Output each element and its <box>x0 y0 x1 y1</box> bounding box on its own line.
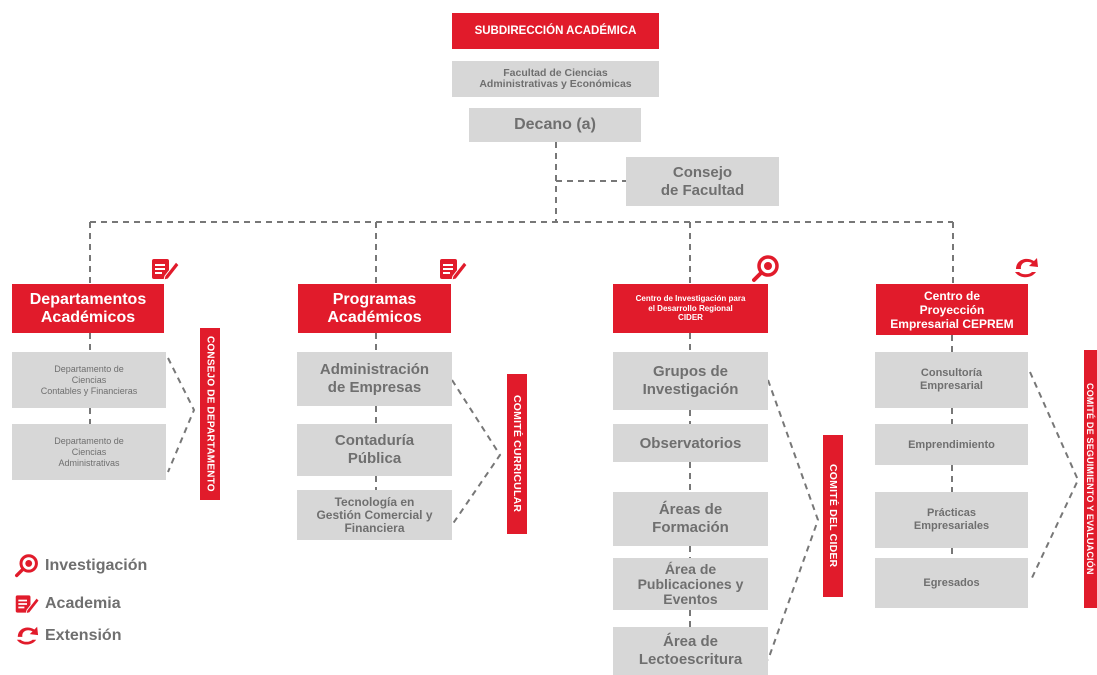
departamento-administrativas-box: Departamento de Ciencias Administrativas <box>12 424 166 480</box>
consejo-facultad-box: Consejo de Facultad <box>626 157 779 206</box>
legend-academia: Academia <box>14 592 121 616</box>
comite-curricular-bar: COMITÉ CURRICULAR <box>507 374 527 534</box>
legend-investigacion: Investigación <box>14 554 147 578</box>
area-lectoescritura-box: Área de Lectoescritura <box>613 627 768 675</box>
consultoria-empresarial-box: Consultoría Empresarial <box>875 352 1028 408</box>
pencil-note-icon <box>152 259 180 281</box>
consejo-departamento-bar: CONSEJO DE DEPARTAMENTO <box>200 328 220 500</box>
observatorios-box: Observatorios <box>613 424 768 462</box>
legend-label: Extensión <box>45 627 122 644</box>
areas-formacion-box: Áreas de Formación <box>613 492 768 546</box>
departamento-contables-box: Departamento de Ciencias Contables y Fin… <box>12 352 166 408</box>
ceprem-header: Centro de Proyección Empresarial CEPREM <box>876 284 1028 335</box>
magnifier-icon <box>15 554 38 578</box>
handshake-icon <box>1015 258 1038 278</box>
pencil-note-icon <box>15 595 40 615</box>
tecnologia-gestion-box: Tecnología en Gestión Comercial y Financ… <box>297 490 452 540</box>
egresados-box: Egresados <box>875 558 1028 608</box>
grupos-investigacion-box: Grupos de Investigación <box>613 352 768 410</box>
magnifier-icon <box>752 255 779 282</box>
practicas-empresariales-box: Prácticas Empresariales <box>875 492 1028 548</box>
handshake-icon <box>16 626 39 645</box>
administracion-empresas-box: Administración de Empresas <box>297 352 452 406</box>
emprendimiento-box: Emprendimiento <box>875 424 1028 465</box>
legend-label: Investigación <box>45 557 148 574</box>
subdireccion-academica-box: SUBDIRECCIÓN ACADÉMICA <box>452 13 659 49</box>
programas-header: Programas Académicos <box>298 284 451 333</box>
legend-label: Academia <box>45 595 121 612</box>
comite-cider-bar: COMITÉ DEL CIDER <box>823 435 843 597</box>
area-publicaciones-box: Área de Publicaciones y Eventos <box>613 558 768 610</box>
facultad-box: Facultad de Ciencias Administrativas y E… <box>452 61 659 97</box>
legend-extension: Extensión <box>14 624 121 648</box>
cider-header: Centro de Investigación para el Desarrol… <box>613 284 768 333</box>
decano-box: Decano (a) <box>469 108 641 142</box>
departamentos-header: Departamentos Académicos <box>12 284 164 333</box>
comite-seguimiento-bar: COMITÉ DE SEGUIMIENTO Y EVALUACIÓN <box>1084 350 1097 608</box>
pencil-note-icon <box>440 259 468 281</box>
contaduria-publica-box: Contaduría Pública <box>297 424 452 476</box>
